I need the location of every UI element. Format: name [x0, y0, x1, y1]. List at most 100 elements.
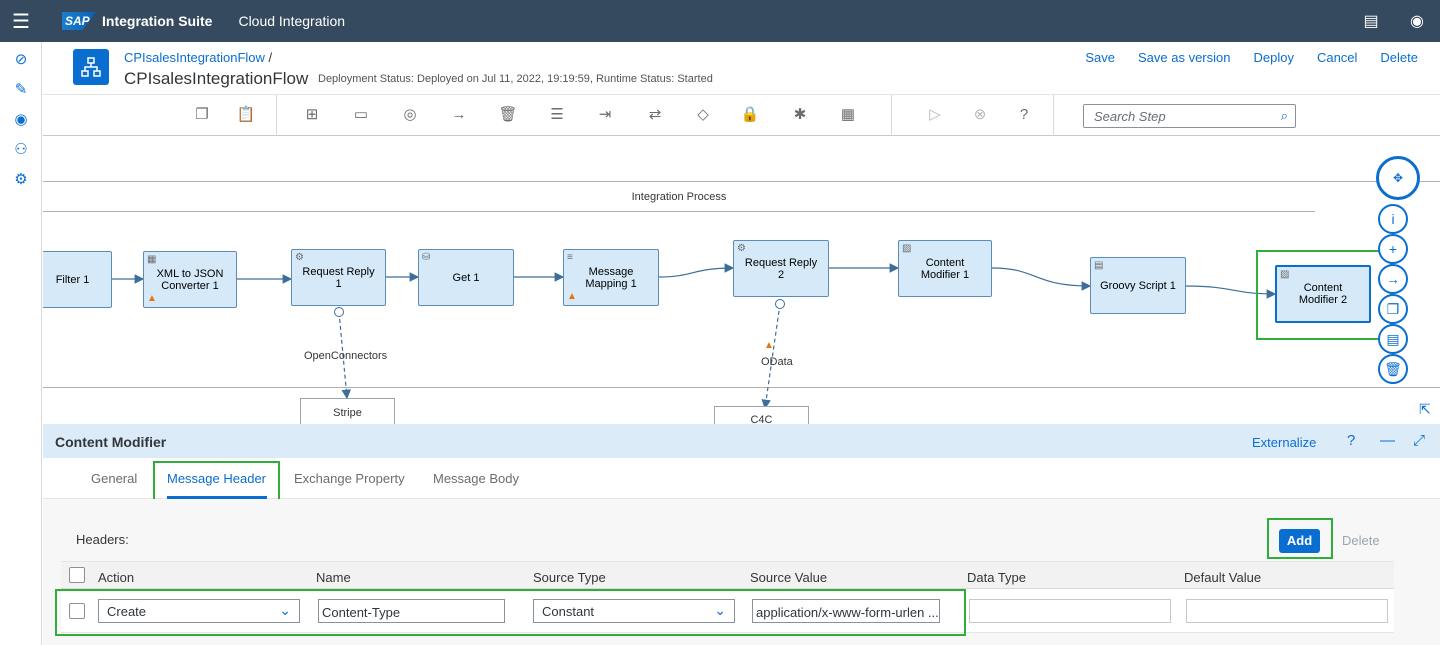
tab-general[interactable]: General: [91, 471, 138, 486]
help-icon[interactable]: ?: [1019, 106, 1029, 123]
selection-highlight: [1256, 250, 1392, 340]
connect-arrow-icon[interactable]: →: [1378, 264, 1408, 294]
expand-icon[interactable]: ⤢: [1413, 432, 1426, 449]
column-data-type: Data Type: [967, 570, 1027, 585]
integration-flow-icon: [73, 49, 109, 85]
data-type-input[interactable]: [969, 599, 1171, 623]
deploy-button[interactable]: Deploy: [1253, 50, 1294, 65]
get-step[interactable]: ⛁ Get 1: [418, 249, 514, 306]
delete-icon[interactable]: 🗑: [1378, 354, 1408, 384]
paste-icon[interactable]: ▤: [1378, 324, 1408, 354]
action-select[interactable]: Create ⌄: [98, 599, 300, 623]
header-actions: Save Save as version Deploy Cancel Delet…: [1085, 50, 1418, 65]
script-icon: ▤: [1094, 260, 1104, 271]
panel-title: Content Modifier: [55, 434, 167, 450]
gear-icon: ⚙: [737, 243, 746, 254]
router-diamond-icon[interactable]: ◇: [697, 106, 709, 123]
request-reply-2-step[interactable]: ⚙ Request Reply 2: [733, 240, 829, 297]
pan-control[interactable]: ✥: [1376, 156, 1420, 200]
delete-step-icon[interactable]: 🗑: [498, 106, 518, 123]
participants-icon[interactable]: ⊞: [305, 106, 319, 123]
notes-icon[interactable]: ▤: [1363, 13, 1379, 30]
properties-tabs: General Message Header Exchange Property…: [43, 458, 1440, 507]
row-checkbox[interactable]: [69, 603, 85, 619]
page-title: CPIsalesIntegrationFlow: [124, 69, 309, 88]
palette-toolbar: ❐ 📋 ⊞ ▭ ◎ → 🗑 ☰ ⇥ ⇄ ◇ 🔒 ✱ ▦ ▷ ⊗ ? Search…: [43, 94, 1440, 136]
message-mapping-label: Message Mapping 1: [585, 265, 637, 290]
c4c-receiver[interactable]: C4C: [714, 406, 809, 424]
message-exit-icon[interactable]: ⇥: [598, 106, 612, 123]
call-icon[interactable]: →: [451, 106, 467, 123]
content-modifier-1-label: Content Modifier 1: [920, 256, 970, 281]
help-icon[interactable]: ?: [1347, 432, 1356, 449]
select-all-checkbox[interactable]: [69, 567, 85, 583]
groovy-script-step[interactable]: ▤ Groovy Script 1: [1090, 257, 1186, 314]
search-icon[interactable]: ⌕: [1280, 108, 1288, 123]
info-icon[interactable]: i: [1378, 204, 1408, 234]
side-navigation: ⊘ ✎ ◉ ⚇ ⚙: [0, 42, 42, 645]
design-icon[interactable]: ✎: [14, 81, 28, 98]
menu-icon[interactable]: ☰: [12, 10, 30, 33]
search-step-input[interactable]: Search Step ⌕: [1083, 104, 1296, 128]
events-icon[interactable]: ◎: [403, 106, 417, 123]
routing-icon[interactable]: ⇄: [648, 106, 662, 123]
simulation-start-icon[interactable]: ▷: [929, 106, 941, 123]
content-modifier-icon: ▨: [1280, 269, 1290, 280]
simulation-clear-icon[interactable]: ⊗: [973, 106, 987, 123]
add-button[interactable]: Add: [1279, 529, 1320, 553]
delete-button[interactable]: Delete: [1380, 50, 1418, 65]
collapse-canvas-icon[interactable]: ⇱: [1419, 401, 1431, 417]
process-icon[interactable]: ▭: [353, 106, 369, 123]
content-modifier-2-step[interactable]: ▨ Content Modifier 2: [1275, 265, 1371, 323]
filter-step[interactable]: Filter 1: [43, 251, 112, 308]
persistence-icon[interactable]: ✱: [793, 106, 807, 123]
xml-to-json-step[interactable]: ▦ XML to JSON Converter 1 ▲: [143, 251, 237, 308]
settings-icon[interactable]: ⚙: [14, 171, 28, 188]
transformation-icon[interactable]: ☰: [550, 106, 564, 123]
request-reply-1-step[interactable]: ⚙ Request Reply 1: [291, 249, 386, 306]
save-as-version-button[interactable]: Save as version: [1137, 50, 1231, 65]
source-value-input[interactable]: application/x-www-form-urlen ...: [752, 599, 940, 623]
add-icon[interactable]: +: [1378, 234, 1408, 264]
message-mapping-step[interactable]: ≡ Message Mapping 1 ▲: [563, 249, 659, 306]
security-lock-icon[interactable]: 🔒: [740, 106, 760, 123]
column-source-value: Source Value: [750, 570, 828, 585]
tab-message-header[interactable]: Message Header: [167, 471, 266, 486]
stripe-receiver[interactable]: Stripe: [300, 398, 395, 424]
discover-icon[interactable]: ⊘: [14, 51, 28, 68]
user-profile-icon[interactable]: ◉: [1410, 13, 1424, 30]
headers-label: Headers:: [76, 532, 129, 547]
request-reply-2-label: Request Reply 2: [744, 257, 818, 281]
save-button[interactable]: Save: [1085, 50, 1115, 65]
source-type-select[interactable]: Constant ⌄: [533, 599, 735, 623]
copy-icon[interactable]: ❐: [195, 106, 209, 123]
xml-to-json-label: XML to JSON Converter 1: [156, 267, 224, 292]
flow-canvas[interactable]: Integration Process Filter 1 ▦ XML to JS…: [43, 136, 1440, 424]
row-highlight: [55, 589, 966, 636]
content-modifier-1-step[interactable]: ▨ Content Modifier 1: [898, 240, 992, 297]
tab-message-body[interactable]: Message Body: [433, 471, 519, 486]
default-value-input[interactable]: [1186, 599, 1388, 623]
externalize-button[interactable]: Externalize: [1252, 435, 1317, 450]
monitor-icon[interactable]: ◉: [14, 111, 28, 128]
tab-exchange-property[interactable]: Exchange Property: [294, 471, 405, 486]
gear-icon: ⚙: [295, 252, 304, 263]
content-modifier-2-label: Content Modifier 2: [1298, 282, 1348, 306]
column-default-value: Default Value: [1184, 570, 1262, 585]
chevron-down-icon: ⌄: [714, 602, 726, 618]
delete-row-button[interactable]: Delete: [1342, 533, 1380, 548]
flow-connections: [112, 263, 1277, 410]
minimize-icon[interactable]: —: [1380, 432, 1395, 449]
open-connectors-label: OpenConnectors: [304, 350, 388, 362]
breadcrumb-link[interactable]: CPIsalesIntegrationFlow: [124, 50, 265, 65]
object-header: CPIsalesIntegrationFlow / CPIsalesIntegr…: [43, 42, 1440, 94]
paste-icon[interactable]: 📋: [236, 106, 256, 123]
copy-icon[interactable]: ❐: [1378, 294, 1408, 324]
users-icon[interactable]: ⚇: [14, 141, 28, 158]
converter-icon: ▦: [147, 254, 157, 265]
name-input[interactable]: Content-Type: [318, 599, 505, 623]
column-name: Name: [316, 570, 351, 585]
cancel-button[interactable]: Cancel: [1316, 50, 1358, 65]
table-row: Create ⌄ Content-Type Constant ⌄ applica…: [61, 589, 1394, 633]
validator-icon[interactable]: ▦: [840, 106, 856, 123]
